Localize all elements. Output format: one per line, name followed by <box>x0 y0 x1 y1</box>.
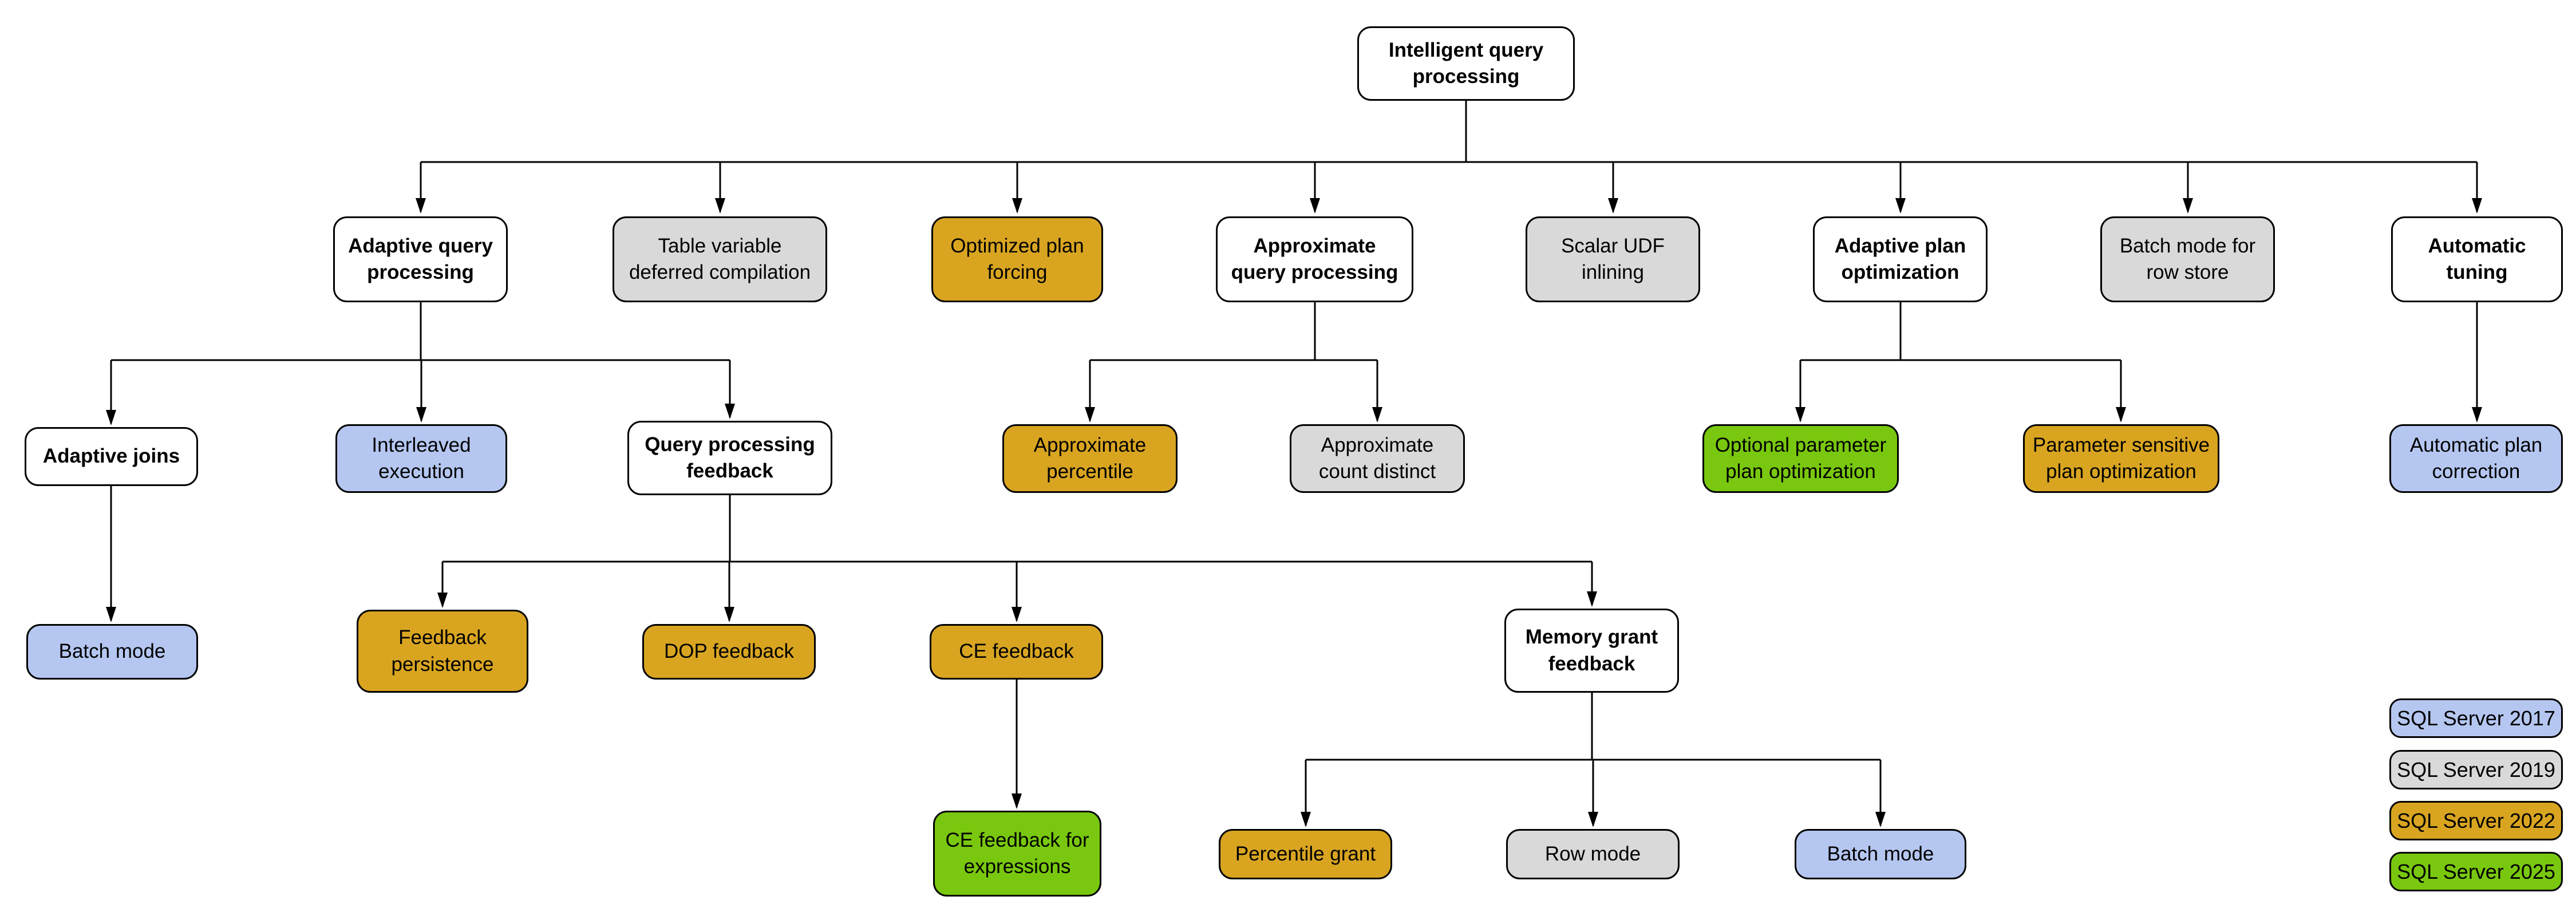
legend-sql-server-2025: SQL Server 2025 <box>2389 852 2563 891</box>
node-memory-grant-feedback: Memory grant feedback <box>1504 609 1679 693</box>
node-scalar-udf-inlining: Scalar UDF inlining <box>1526 216 1700 302</box>
node-automatic-tuning: Automatic tuning <box>2391 216 2563 302</box>
node-batch-mode-adaptive-joins: Batch mode <box>26 624 198 680</box>
node-adaptive-plan-optimization: Adaptive plan optimization <box>1813 216 1988 302</box>
legend-sql-server-2017: SQL Server 2017 <box>2389 698 2563 738</box>
node-percentile-grant: Percentile grant <box>1219 829 1392 879</box>
node-dop-feedback: DOP feedback <box>642 624 816 680</box>
connectors-level1 <box>416 101 2482 214</box>
node-batch-mode-memory-grant: Batch mode <box>1795 829 1966 879</box>
node-approximate-percentile: Approximate percentile <box>1002 424 1178 493</box>
legend-sql-server-2022: SQL Server 2022 <box>2389 801 2563 840</box>
legend-sql-server-2019: SQL Server 2019 <box>2389 750 2563 789</box>
node-batch-mode-for-row-store: Batch mode for row store <box>2100 216 2275 302</box>
node-approximate-query-processing: Approximate query processing <box>1216 216 1413 302</box>
node-feedback-persistence: Feedback persistence <box>357 610 528 693</box>
node-parameter-sensitive-plan-optimization: Parameter sensitive plan optimization <box>2023 424 2219 493</box>
node-ce-feedback-for-expressions: CE feedback for expressions <box>933 811 1101 897</box>
connectors-adaptive-plan-optimization <box>1795 302 2126 423</box>
node-row-mode: Row mode <box>1506 829 1680 879</box>
node-automatic-plan-correction: Automatic plan correction <box>2389 424 2563 493</box>
node-query-processing-feedback: Query processing feedback <box>627 421 832 495</box>
connectors-approximate-query-processing <box>1085 302 1382 423</box>
connectors-memory-grant-feedback <box>1301 693 1886 827</box>
node-approximate-count-distinct: Approximate count distinct <box>1290 424 1465 493</box>
node-optional-parameter-plan-optimization: Optional parameter plan optimization <box>1702 424 1899 493</box>
node-ce-feedback: CE feedback <box>930 624 1103 680</box>
node-adaptive-joins: Adaptive joins <box>25 427 198 486</box>
node-intelligent-query-processing: Intelligent query processing <box>1357 26 1575 101</box>
node-table-variable-deferred-compilation: Table variable deferred compilation <box>613 216 827 302</box>
node-optimized-plan-forcing: Optimized plan forcing <box>931 216 1103 302</box>
connectors-adaptive-query-processing <box>106 302 735 425</box>
node-adaptive-query-processing: Adaptive query processing <box>333 216 508 302</box>
node-interleaved-execution: Interleaved execution <box>335 424 507 493</box>
connectors-query-processing-feedback <box>437 495 1597 622</box>
